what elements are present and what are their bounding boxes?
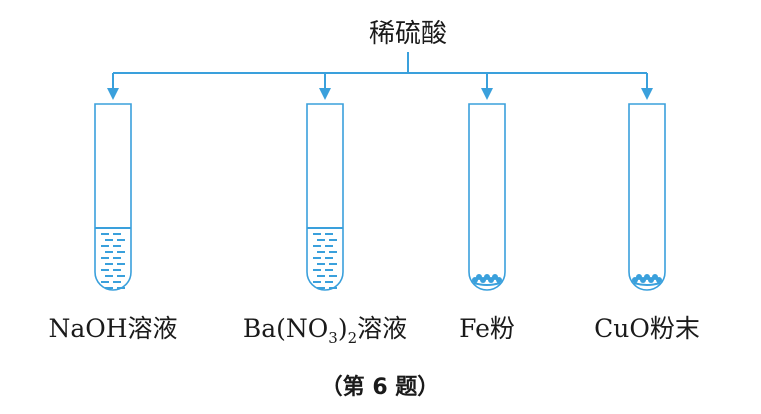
distribution-lines <box>113 52 647 74</box>
tube-label-naoh: NaOH溶液 <box>48 314 177 343</box>
powder-pile <box>473 282 501 286</box>
test-tube <box>306 103 344 291</box>
tube-label-cuo: CuO粉末 <box>594 314 700 343</box>
powder-particle <box>496 277 502 283</box>
tube-outline <box>306 103 344 291</box>
test-tube <box>628 103 666 291</box>
test-tubes <box>94 103 666 291</box>
test-tube <box>468 103 506 291</box>
arrow-down-icon <box>107 88 119 100</box>
tube-outline <box>468 103 506 291</box>
arrow-down-icon <box>641 88 653 100</box>
tube-outline <box>628 103 666 291</box>
test-tube <box>94 103 132 291</box>
tube-label-fe: Fe粉 <box>459 314 515 343</box>
tube-label-ba-no3-2: Ba(NO3)2溶液 <box>243 314 407 347</box>
arrows <box>107 73 653 100</box>
powder-pile <box>633 282 661 286</box>
figure-caption: （第 6 题） <box>321 374 440 400</box>
tube-outline <box>94 103 132 291</box>
powder-particle <box>656 277 662 283</box>
arrow-down-icon <box>481 88 493 100</box>
arrow-down-icon <box>319 88 331 100</box>
reagent-label: 稀硫酸 <box>369 19 447 49</box>
